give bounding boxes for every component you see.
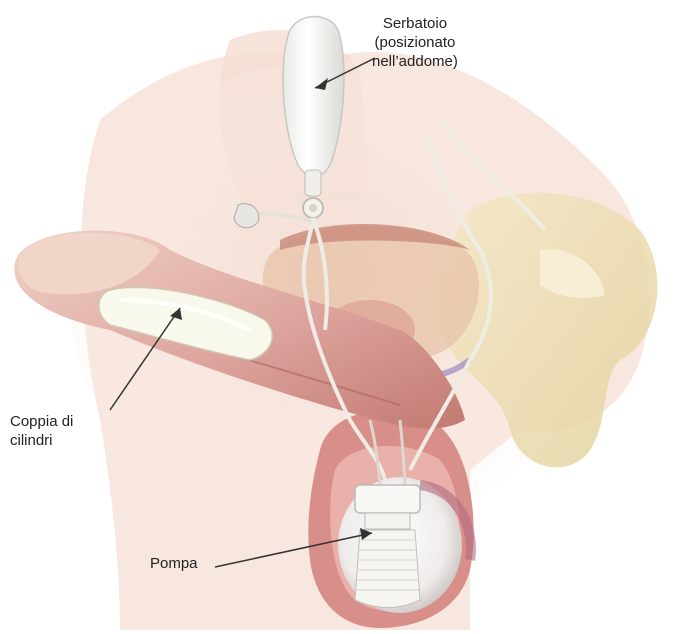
reservoir-label-line3: nell’addome) xyxy=(372,52,458,71)
reservoir-label-line1: Serbatoio xyxy=(372,14,458,33)
cylinders-label-line1: Coppia di xyxy=(10,412,73,431)
reservoir-label: Serbatoio (posizionato nell’addome) xyxy=(372,14,458,71)
cylinders-label-line2: cilindri xyxy=(10,431,73,450)
cylinders-label: Coppia di cilindri xyxy=(10,412,73,450)
pump-label-line1: Pompa xyxy=(150,554,198,573)
pump-device xyxy=(355,485,420,608)
reservoir-label-line2: (posizionato xyxy=(372,33,458,52)
pump-label: Pompa xyxy=(150,554,198,573)
